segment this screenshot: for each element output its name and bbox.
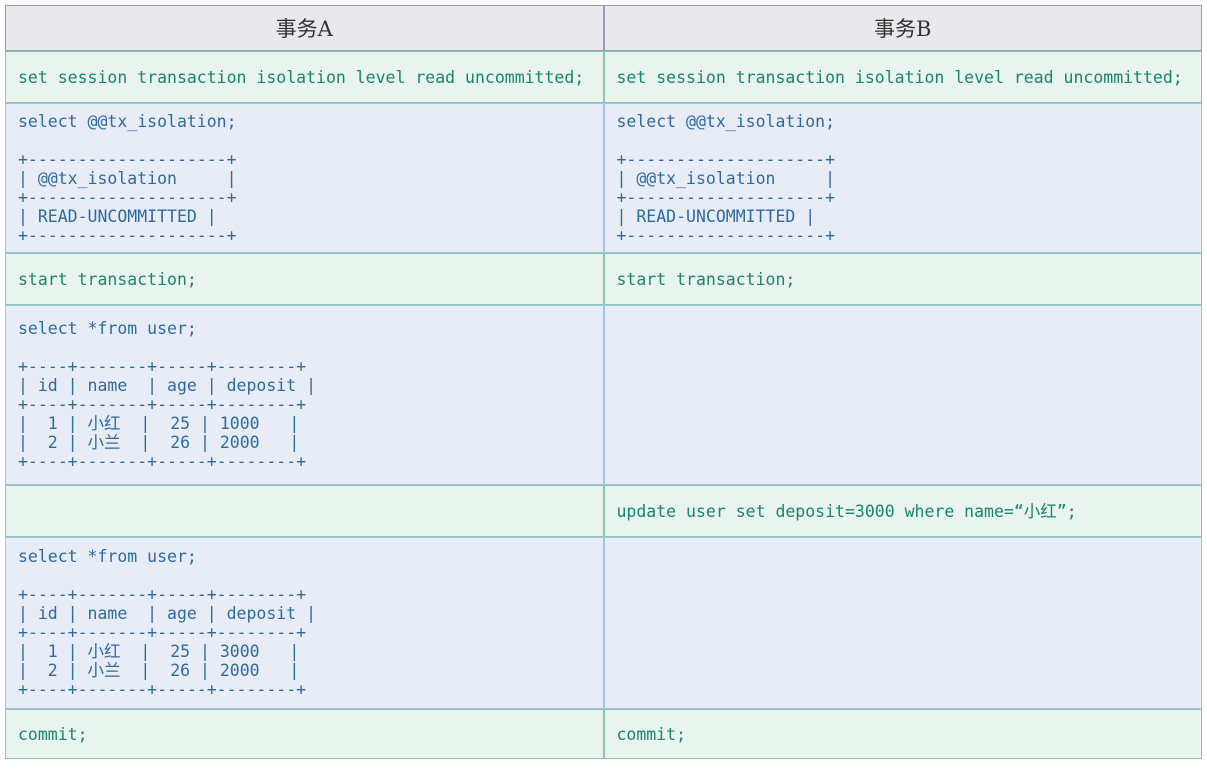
cell-a-select-before-update: select *from user; +----+-------+-----+-… [5, 305, 604, 485]
sql-code-with-result: select *from user; +----+-------+-----+-… [18, 547, 317, 699]
cell-b-set-isolation: set session transaction isolation level … [603, 51, 1202, 103]
sql-code-with-result: select *from user; +----+-------+-----+-… [18, 319, 317, 471]
cell-b-start-transaction: start transaction; [603, 253, 1202, 305]
table-row-set-isolation: set session transaction isolation level … [5, 51, 1202, 103]
cell-a-select-isolation: select @@tx_isolation; +----------------… [5, 103, 604, 253]
table-row-select-before-update: select *from user; +----+-------+-----+-… [5, 305, 1202, 485]
cell-b-select-isolation: select @@tx_isolation; +----------------… [603, 103, 1202, 253]
table-row-update: update user set deposit=3000 where name=… [5, 485, 1202, 537]
sql-code: start transaction; [18, 269, 197, 289]
sql-code-with-result: select @@tx_isolation; +----------------… [616, 111, 836, 245]
sql-code: start transaction; [616, 269, 796, 289]
cell-a-start-transaction: start transaction; [5, 253, 604, 305]
cell-b-update: update user set deposit=3000 where name=… [603, 485, 1202, 537]
column-header-transaction-a: 事务A [5, 5, 604, 51]
sql-code: update user set deposit=3000 where name=… [616, 501, 1077, 521]
cell-b-empty [603, 305, 1202, 485]
table-row-select-after-update: select *from user; +----+-------+-----+-… [5, 537, 1202, 709]
sql-code: commit; [616, 724, 687, 744]
column-header-transaction-b: 事务B [603, 5, 1202, 51]
cell-a-commit: commit; [5, 709, 604, 759]
cell-b-commit: commit; [603, 709, 1202, 759]
sql-code: commit; [18, 724, 88, 744]
sql-code: set session transaction isolation level … [18, 67, 585, 87]
cell-a-select-after-update: select *from user; +----+-------+-----+-… [5, 537, 604, 709]
header-row: 事务A 事务B [5, 5, 1202, 51]
table-row-select-isolation: select @@tx_isolation; +----------------… [5, 103, 1202, 253]
cell-a-set-isolation: set session transaction isolation level … [5, 51, 604, 103]
sql-code: set session transaction isolation level … [616, 67, 1183, 87]
table-row-commit: commit; commit; [5, 709, 1202, 759]
cell-b-empty [603, 537, 1202, 709]
table-row-start-transaction: start transaction; start transaction; [5, 253, 1202, 305]
cell-a-empty [5, 485, 604, 537]
sql-code-with-result: select @@tx_isolation; +----------------… [18, 111, 237, 245]
transaction-comparison-table: 事务A 事务B set session transaction isolatio… [5, 5, 1202, 759]
